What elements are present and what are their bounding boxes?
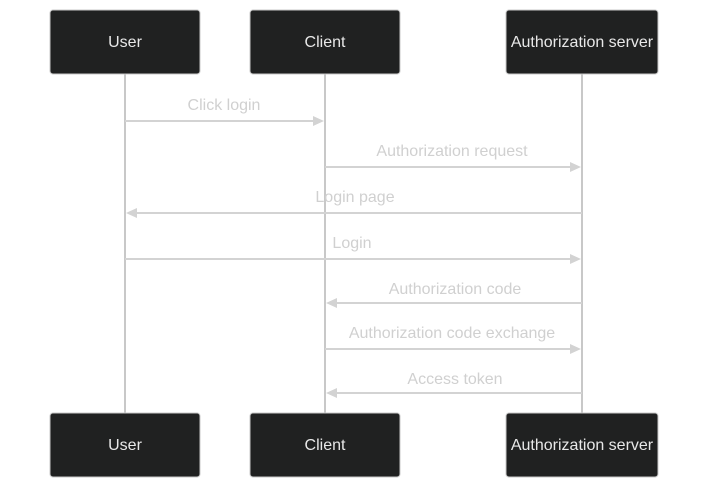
actor-authorization-server-bottom: Authorization server bbox=[505, 412, 659, 478]
actor-client-bottom: Client bbox=[249, 412, 401, 478]
actor-user-bottom-label: User bbox=[108, 437, 142, 454]
arrowhead-left-icon bbox=[326, 388, 337, 398]
actor-user-top: User bbox=[49, 9, 201, 75]
message-login: Login bbox=[125, 235, 581, 264]
arrowhead-left-icon bbox=[326, 298, 337, 308]
arrowhead-right-icon bbox=[570, 162, 581, 172]
message-label: Authorization request bbox=[376, 143, 528, 160]
actor-client-top: Client bbox=[249, 9, 401, 75]
actor-authorization-server-bottom-label: Authorization server bbox=[511, 437, 654, 454]
actor-client-top-label: Client bbox=[305, 34, 346, 51]
message-label: Login bbox=[332, 235, 371, 252]
message-authorization-request: Authorization request bbox=[325, 143, 581, 172]
message-label: Login page bbox=[315, 189, 394, 206]
actor-authorization-server-top-label: Authorization server bbox=[511, 34, 654, 51]
message-label: Authorization code bbox=[389, 281, 522, 298]
message-authorization-code: Authorization code bbox=[326, 281, 582, 308]
message-label: Authorization code exchange bbox=[349, 325, 555, 342]
actor-user-top-label: User bbox=[108, 34, 142, 51]
arrowhead-right-icon bbox=[313, 116, 324, 126]
message-authorization-code-exchange: Authorization code exchange bbox=[325, 325, 581, 354]
actor-user-bottom: User bbox=[49, 412, 201, 478]
message-access-token: Access token bbox=[326, 371, 582, 398]
arrowhead-right-icon bbox=[570, 254, 581, 264]
arrowhead-left-icon bbox=[126, 208, 137, 218]
message-click-login: Click login bbox=[125, 97, 324, 126]
message-label: Access token bbox=[407, 371, 502, 388]
actor-authorization-server-top: Authorization server bbox=[505, 9, 659, 75]
message-login-page: Login page bbox=[126, 189, 582, 218]
actor-client-bottom-label: Client bbox=[305, 437, 346, 454]
message-label: Click login bbox=[188, 97, 261, 114]
arrowhead-right-icon bbox=[570, 344, 581, 354]
